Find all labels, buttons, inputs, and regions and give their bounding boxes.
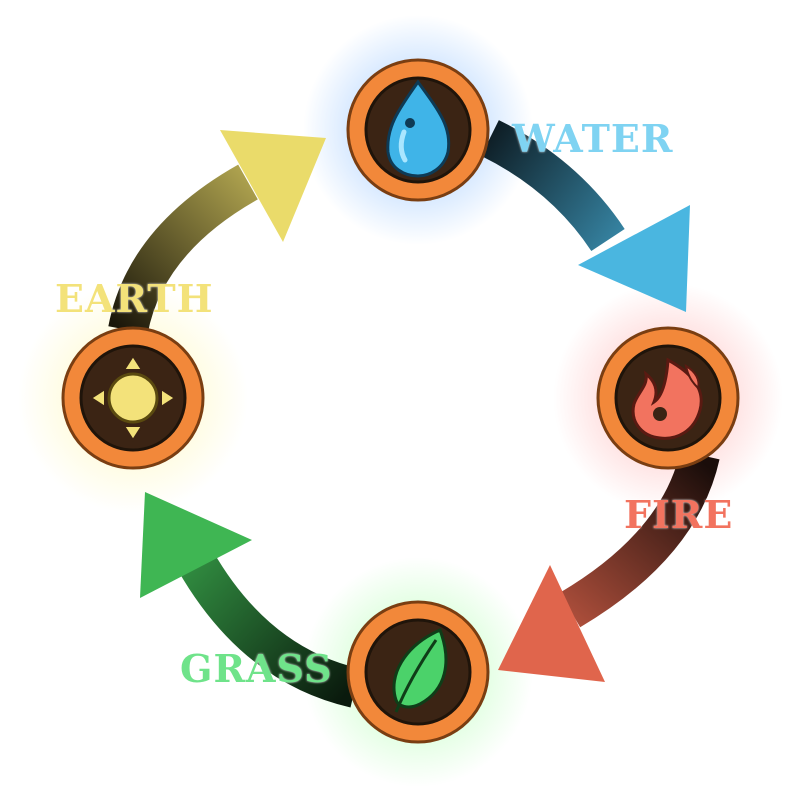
arrow-fire-to-grass [498, 450, 720, 682]
earth-diamond-icon [89, 354, 177, 442]
fire-label: FIRE [624, 492, 734, 537]
water-badge [346, 58, 490, 202]
water-label: WATER [512, 116, 674, 161]
flame-icon [631, 357, 703, 440]
arrow-grass-to-earth [140, 492, 360, 708]
earth-label: EARTH [55, 276, 214, 321]
arrow-water-to-fire [480, 120, 690, 312]
leaf-icon [392, 627, 448, 713]
grass-label: GRASS [180, 646, 333, 691]
fire-badge [596, 326, 740, 470]
arrow-earth-to-water [108, 130, 326, 335]
grass-badge [346, 600, 490, 744]
water-drop-icon [386, 79, 451, 178]
earth-badge [61, 326, 205, 470]
